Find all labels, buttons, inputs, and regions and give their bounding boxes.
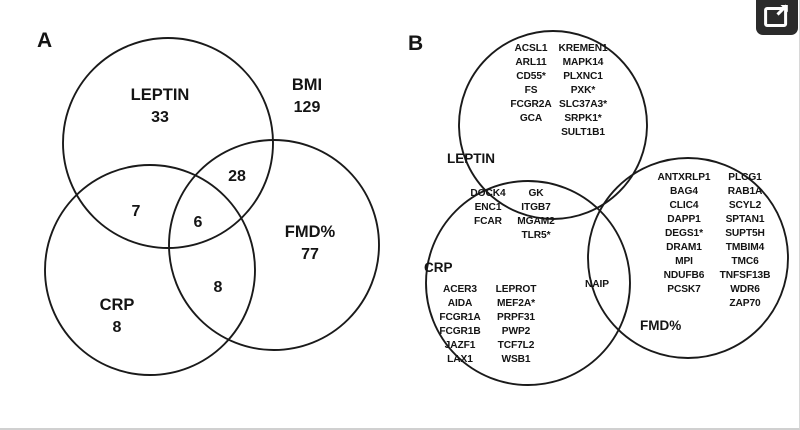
panel-a-circle-leptin xyxy=(62,37,274,249)
gene-group-crp-fmd: NAIP xyxy=(585,279,609,290)
gene-label: LAX1 xyxy=(447,354,473,365)
gene-label: TCF7L2 xyxy=(498,340,535,351)
panel-a-label-bmi: BMI xyxy=(292,76,322,94)
gene-label: CD55* xyxy=(516,71,546,82)
panel-a-circle-crp xyxy=(44,164,256,376)
gene-label: DEGS1* xyxy=(665,228,703,239)
gene-label: NAIP xyxy=(585,279,609,290)
gene-label: PRPF31 xyxy=(497,312,535,323)
gene-label: MGAM2 xyxy=(517,216,555,227)
gene-label: MEF2A* xyxy=(497,298,535,309)
panel-a-letter: A xyxy=(37,29,52,52)
gene-label: DOCK4 xyxy=(470,188,506,199)
panel-a-label-crp: CRP xyxy=(100,296,135,314)
gene-label: PXK* xyxy=(571,85,596,96)
gene-label: TMBIM4 xyxy=(726,242,765,253)
panel-a-label-leptin: LEPTIN xyxy=(131,86,190,104)
gene-label: TMC6 xyxy=(731,256,759,267)
gene-label: SUPT5H xyxy=(725,228,765,239)
gene-label: AIDA xyxy=(448,298,473,309)
gene-label: ENC1 xyxy=(475,202,502,213)
gene-label: FCGR1A xyxy=(439,312,481,323)
gene-label: FS xyxy=(525,85,538,96)
panel-b-circle-leptin xyxy=(458,30,648,220)
panel-a-count-leptin-bmi: 28 xyxy=(228,168,246,185)
gene-label: FCAR xyxy=(474,216,503,227)
gene-label: TNFSF13B xyxy=(720,270,771,281)
gene-label: GCA xyxy=(520,113,543,124)
gene-label: RAB1A xyxy=(728,186,763,197)
gene-label: FCGR1B xyxy=(439,326,480,337)
gene-label: DRAM1 xyxy=(666,242,702,253)
gene-group-fmd-only: ANTXRLP1 BAG4 CLIC4 DAPP1 DEGS1* DRAM1 M… xyxy=(658,172,771,309)
panel-b: B LEPTIN CRP FMD% ACSL1 ARL11 CD55* FS F… xyxy=(408,30,789,386)
gene-label: PWP2 xyxy=(502,326,531,337)
panel-a-label-fmd: FMD% xyxy=(285,223,336,241)
panel-b-label-leptin: LEPTIN xyxy=(447,151,495,166)
gene-label: ARL11 xyxy=(515,57,547,68)
gene-label: ITGB7 xyxy=(521,202,551,213)
gene-label: BAG4 xyxy=(670,186,698,197)
gene-label: PLCG1 xyxy=(728,172,762,183)
panel-b-label-fmd: FMD% xyxy=(640,318,681,333)
panel-a-count-leptin: 33 xyxy=(151,109,169,126)
gene-label: SULT1B1 xyxy=(561,127,605,138)
gene-label: WSB1 xyxy=(501,354,530,365)
gene-group-leptin-only: ACSL1 ARL11 CD55* FS FCGR2A GCA KREMEN1 … xyxy=(510,43,608,138)
panel-a-count-crp-fmd: 8 xyxy=(214,279,223,296)
gene-label: ACER3 xyxy=(443,284,477,295)
panel-a: A LEPTIN 33 BMI 129 FMD% 77 CRP 8 28 7 6… xyxy=(37,29,380,376)
gene-label: KREMEN1 xyxy=(558,43,608,54)
gene-label: JAZF1 xyxy=(445,340,476,351)
panel-a-count-leptin-bmi-crp: 6 xyxy=(194,214,203,231)
panel-b-letter: B xyxy=(408,32,423,55)
panel-a-count-crp: 8 xyxy=(113,319,122,336)
gene-label: GK xyxy=(528,188,544,199)
gene-label: SRPK1* xyxy=(564,113,601,124)
gene-label: SLC37A3* xyxy=(559,99,607,110)
gene-label: SPTAN1 xyxy=(726,214,765,225)
panel-a-count-leptin-crp: 7 xyxy=(132,203,141,220)
panel-b-circle-fmd xyxy=(587,157,789,359)
gene-label: MAPK14 xyxy=(563,57,604,68)
gene-label: ACSL1 xyxy=(515,43,548,54)
gene-group-leptin-crp: DOCK4 ENC1 FCAR GK ITGB7 MGAM2 TLR5* xyxy=(470,188,555,241)
gene-label: DAPP1 xyxy=(667,214,701,225)
gene-label: PLXNC1 xyxy=(563,71,603,82)
gene-label: FCGR2A xyxy=(510,99,552,110)
panel-b-label-crp: CRP xyxy=(424,260,453,275)
panel-a-count-fmd: 77 xyxy=(301,246,319,263)
gene-label: ZAP70 xyxy=(729,298,761,309)
gene-label: PCSK7 xyxy=(667,284,701,295)
gene-label: LEPROT xyxy=(496,284,538,295)
gene-label: CLIC4 xyxy=(670,200,699,211)
gene-label: WDR6 xyxy=(730,284,760,295)
open-in-new-glyph xyxy=(764,4,788,27)
panel-b-circle-crp xyxy=(425,180,631,386)
gene-label: ANTXRLP1 xyxy=(658,172,711,183)
gene-label: SCYL2 xyxy=(729,200,762,211)
gene-label: TLR5* xyxy=(522,230,551,241)
gene-label: MPI xyxy=(675,256,693,267)
open-in-new-icon[interactable] xyxy=(756,0,798,35)
panel-a-count-bmi: 129 xyxy=(294,99,321,116)
gene-group-crp-only: ACER3 AIDA FCGR1A FCGR1B JAZF1 LAX1 LEPR… xyxy=(439,284,537,365)
gene-label: NDUFB6 xyxy=(664,270,705,281)
panel-a-circle-bmi xyxy=(168,139,380,351)
